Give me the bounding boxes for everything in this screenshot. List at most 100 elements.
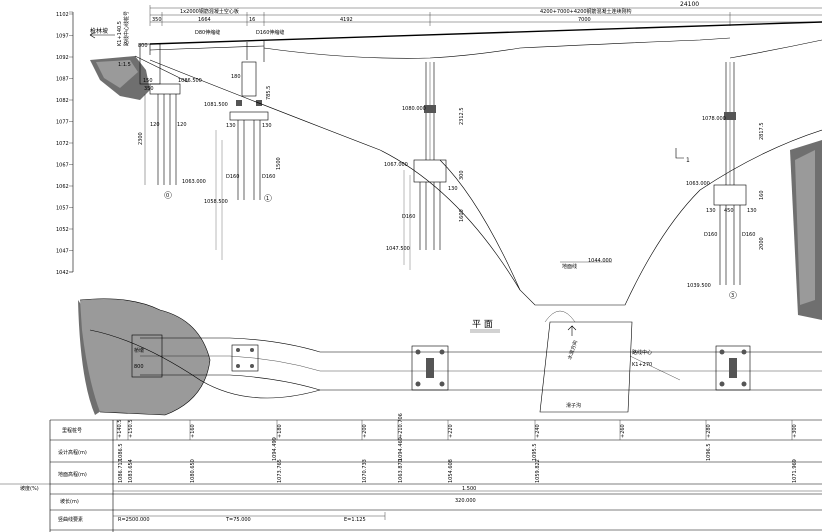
pier2-1600: 1600 [459,209,465,222]
scale-label: 1087 [56,77,69,83]
pier1-joint-left: D80伸缩缝 [195,29,220,36]
pier-1: D80伸缩缝 D160伸缩缝 180 785.5 130 130 1500 D1… [195,29,284,260]
ground-value: 1073.765 [277,459,283,483]
pier2-2312: 2312.5 [459,108,465,126]
plan-stream: 滑子沟 [566,402,581,409]
abutment-120a: 120 [150,122,160,128]
pier1-pile-b: D160 [262,174,275,180]
dim-1664: 1664 [198,17,211,23]
pier1-no: 1 [266,196,269,202]
table-curve-e: E=1.125 [344,517,366,523]
pier1-elev-bot: 1058.500 [204,199,228,205]
pier3-130a: 130 [706,208,716,214]
ground-value: 1080.650 [190,459,196,483]
abutment-800: 800 [138,43,148,49]
table-head-stake: 里程桩号 [62,427,82,434]
plan-axis-label: 1 [686,157,690,164]
pier1-130b: 130 [262,123,272,129]
ground-value: 1071.969 [792,459,798,483]
scale-label: 1077 [56,120,69,126]
abutment-150: 150 [143,78,153,84]
pier-2: 1080.000 1067.000 1047.500 2312.5 300 13… [384,62,465,270]
pier2-elev-bot: 1047.500 [386,246,410,252]
dim-total: 24100 [680,1,699,8]
ground-value: 1054.608 [448,459,454,483]
stake-value: +280 [706,424,712,438]
design-value: 1096.5 [706,444,712,462]
dim-16: 16 [249,17,255,23]
scale-label: 1082 [56,98,69,104]
pier3-2817: 2817.5 [759,123,765,141]
stake-value: +260 [620,424,626,438]
plan-stake: K1+270 [632,362,652,368]
section-marker-icon [675,148,684,159]
abutment-left: K1+140.5 路线中心线桩号 枪林坡 1:1.5 800 350 150 1… [89,11,206,199]
ground-value: 1070.733 [362,459,368,483]
top-dimensions: 24100 4200+7000+4200钢筋混凝土连续刚构 1x2000钢筋混凝… [149,1,822,26]
pier1-pile-a: D160 [226,174,239,180]
flow-arrow-icon [567,325,577,336]
ground-elev: 1044.000 [588,258,612,264]
plan-pier-label: 桥墩 [134,347,144,354]
scale-label: 1052 [56,227,69,233]
abutment-120b: 120 [177,122,187,128]
pier3-elev-cap: 1078.000 [702,116,726,122]
abutment-no: 0 [166,193,169,199]
scale-label: 1057 [56,206,69,212]
design-value: 1086.5 [118,444,124,462]
pier-3: 1078.000 1063.000 1039.500 2817.5 450 13… [686,62,765,299]
pier1-180: 180 [231,74,241,80]
design-value: 1094.499 [272,437,278,461]
abutment-350: 350 [144,86,154,92]
pier1-130a: 130 [226,123,236,129]
pier1-1500: 1500 [276,157,282,170]
pier3-pile-b: D160 [742,232,755,238]
plan-800: 800 [134,364,144,370]
abutment-stake-side: 路线中心线桩号 [123,11,130,46]
plan-view: 平 面 1 桥墩 800 [78,148,822,416]
pier2-300: 300 [459,170,465,180]
pier2-elev-mid: 1067.000 [384,162,408,168]
design-value: 1094.469 [398,437,404,461]
abutment-direction: 枪林坡 [90,27,108,35]
table-head-ground: 地面高程(m) [58,471,87,478]
scale-label: 1047 [56,249,69,255]
stake-value: +220 [448,424,454,438]
pier3-no: 3 [731,293,734,299]
pier3-elev-mid: 1063.000 [686,181,710,187]
abutment-slope: 1:1.5 [118,62,131,68]
pier2-elev-cap: 1080.000 [402,106,426,112]
ground-line: 1044.000 地面线 [149,59,822,320]
stake-value: +160 [190,424,196,438]
ground-value: 1063.870 [398,459,404,483]
scale-label: 1072 [56,141,69,147]
dim-350: 350 [152,17,162,23]
table-curve-r: R=2500.000 [118,517,150,523]
pier3-160: 160 [759,190,765,200]
scale-label: 1097 [56,34,69,40]
scale-label: 1067 [56,163,69,169]
ground-value: 1059.822 [535,459,541,483]
plan-title: 平 面 [472,319,493,330]
dim-slab: 1x2000钢筋混凝土空心板 [180,8,239,15]
stake-value: +240 [535,424,541,438]
stake-value: +180 [277,424,283,438]
pier1-joint: D160伸缩缝 [256,29,284,36]
table-head-grade: 坡度(%) [20,485,39,492]
ground-value: 1083.654 [128,459,134,483]
pier3-elev-bot: 1039.500 [687,283,711,289]
scale-label: 1042 [56,270,69,276]
dim-span-group: 4200+7000+4200钢筋混凝土连续刚构 [540,8,632,15]
ground-label: 地面线 [562,263,577,270]
dim-4192: 4192 [340,17,353,23]
scale-label: 1102 [56,12,69,18]
stake-value: +300 [792,424,798,438]
stake-value: +140.5 [117,419,123,438]
dim-7000: 7000 [578,17,591,23]
table-head-curve: 竖曲线要素 [58,516,83,523]
pier2-pile: D160 [402,214,415,220]
table-length-value: 320.000 [455,498,476,504]
table-head-design: 设计高程(m) [58,449,87,456]
pier1-785: 785.5 [266,86,272,100]
